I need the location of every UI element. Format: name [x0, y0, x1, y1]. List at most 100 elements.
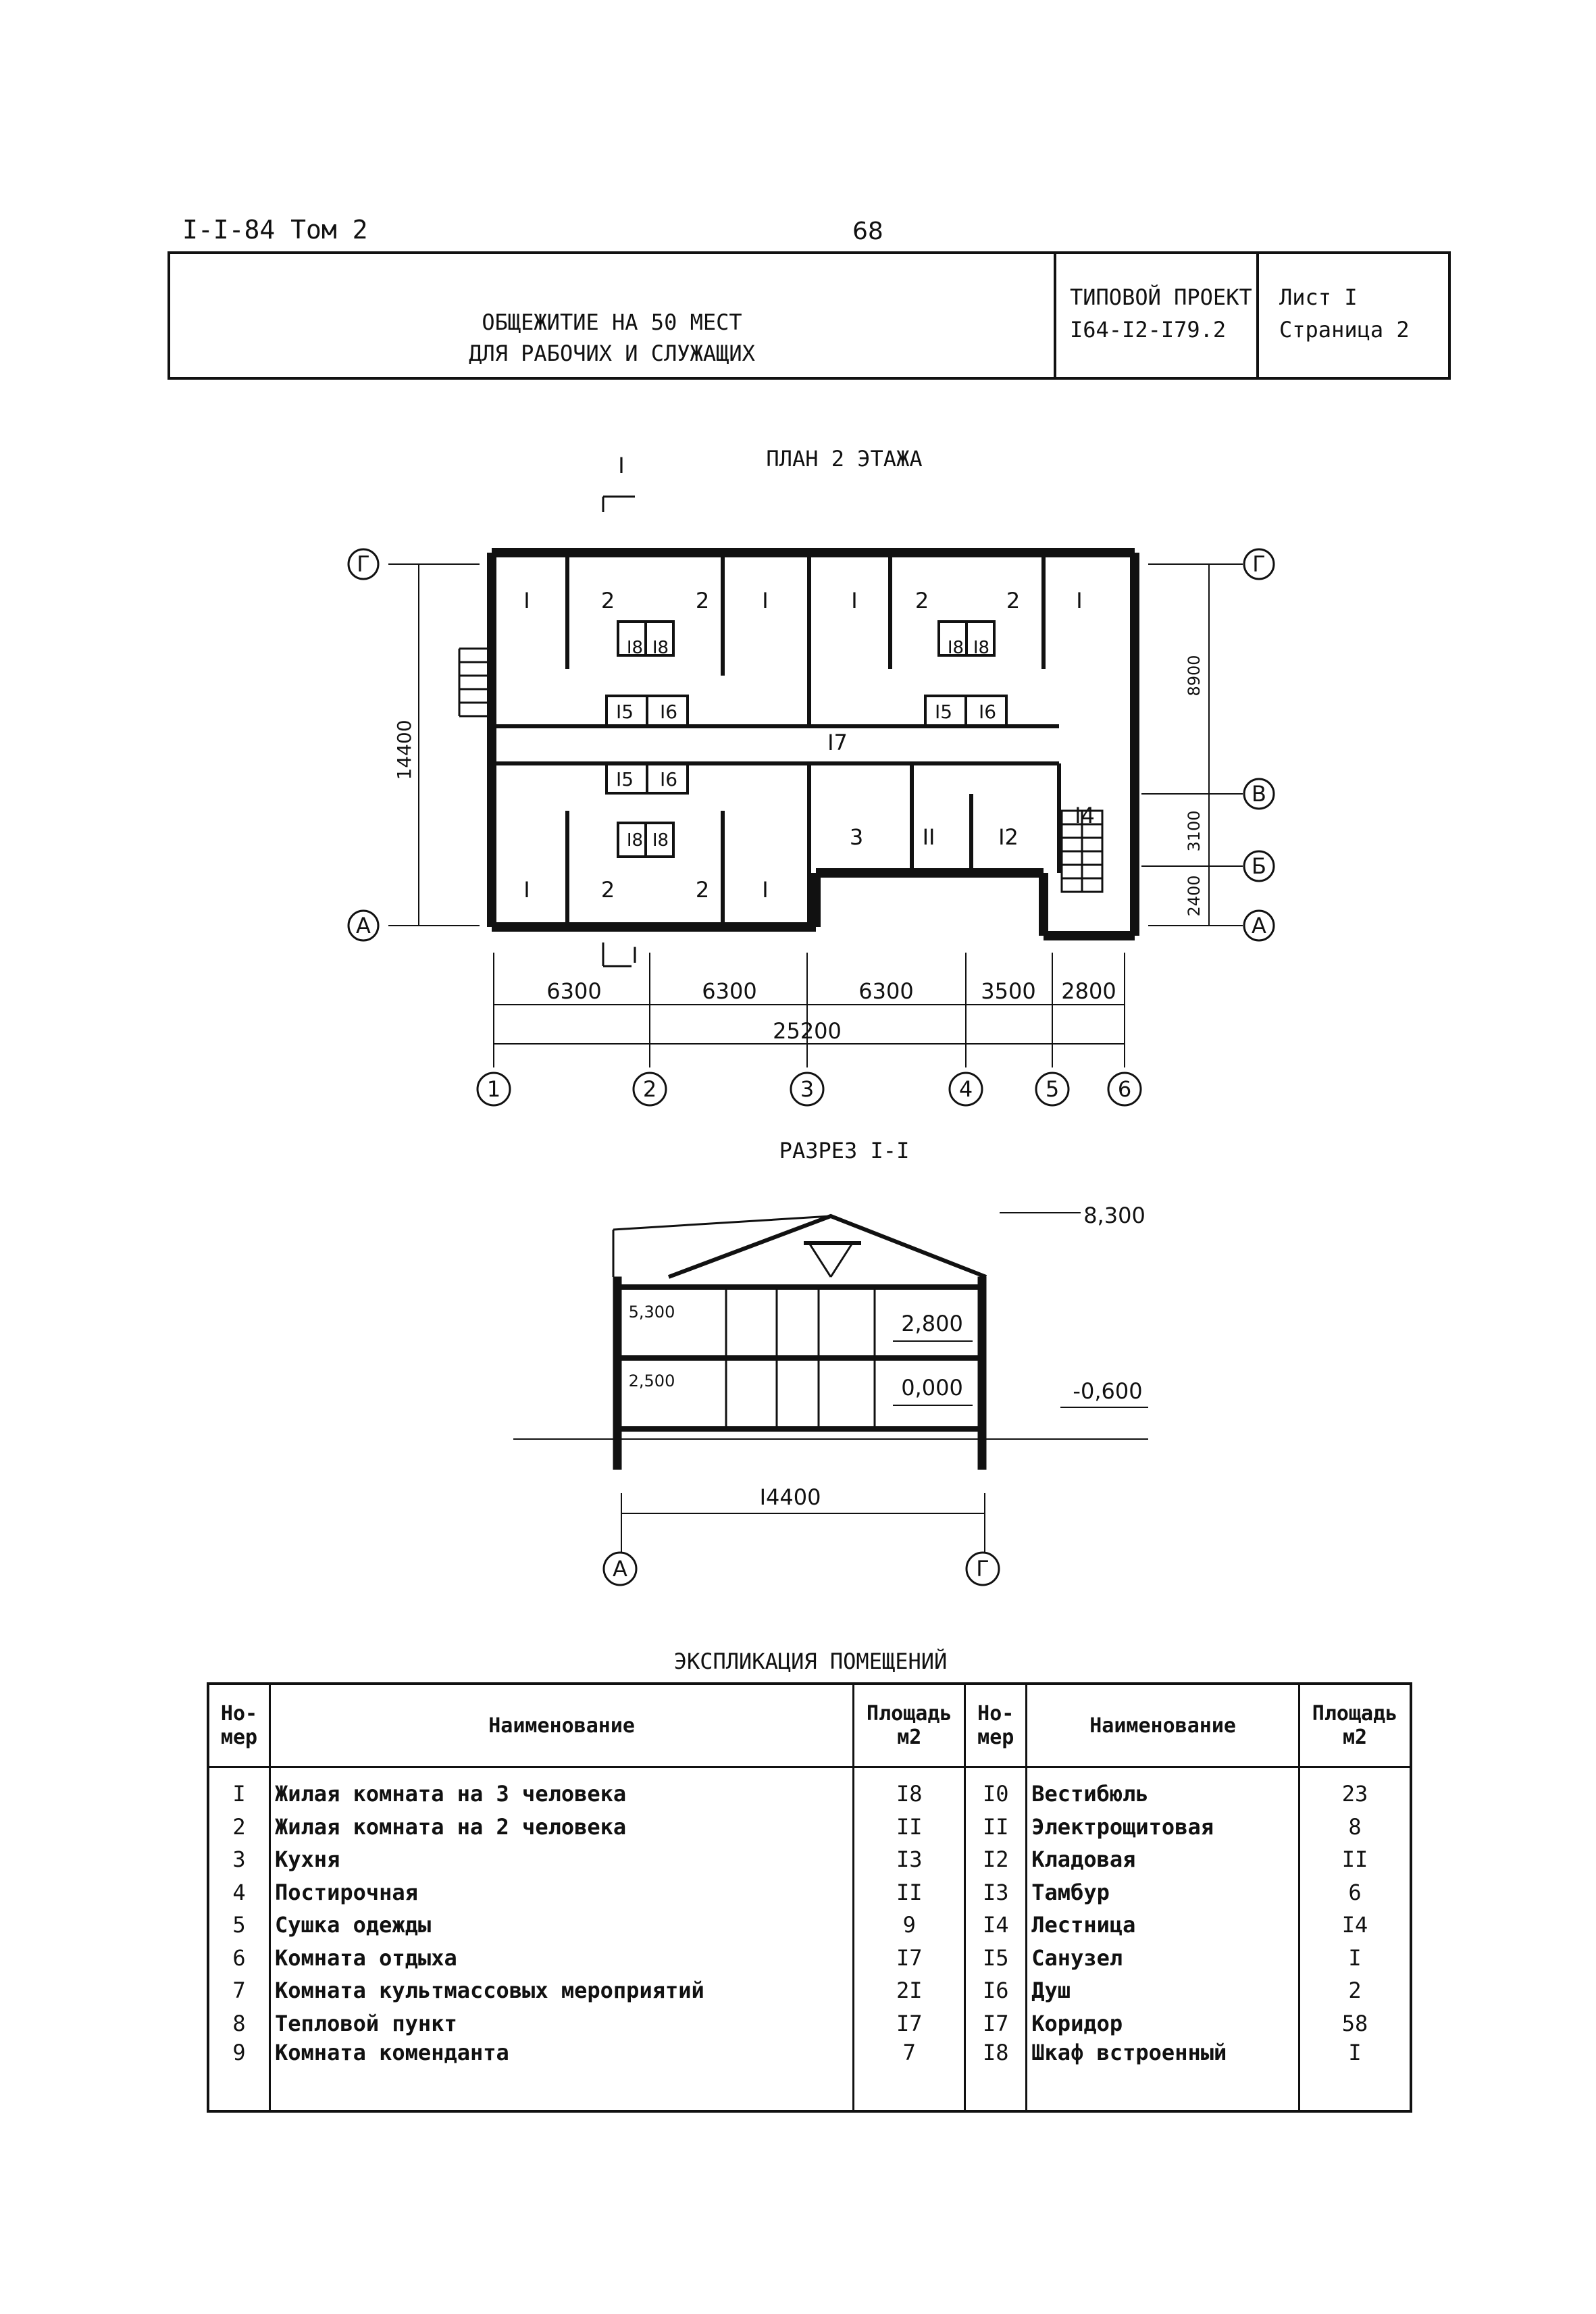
section-mark-bottom: I: [632, 942, 638, 968]
room-name: Лестница: [1025, 1909, 1300, 1942]
section-width-dim: I4400: [760, 1484, 821, 1510]
document-reference: I-I-84 Том 2: [182, 215, 368, 245]
room-label-top-3: 2: [696, 588, 709, 613]
table-row: 6 Комната отдыха I7 I5 Санузел I: [207, 1941, 1412, 1974]
col-name-left: Наименование: [268, 1682, 855, 1768]
room-area: II: [852, 1876, 967, 1909]
room-number: I2: [964, 1843, 1028, 1876]
room-label-bottom-1: I: [523, 877, 530, 903]
explication-table: Но-мер Наименование Площадь м2 Но-мер На…: [207, 1682, 1412, 2113]
room-area: I3: [852, 1843, 967, 1876]
san-label-2: I6: [660, 701, 677, 723]
dim-right-2: 3100: [1185, 810, 1204, 851]
closet-label-5: I8: [627, 830, 643, 851]
room-number: 6: [207, 1941, 271, 1974]
room-number: 5: [207, 1909, 271, 1942]
table-row: 2 Жилая комната на 2 человека II II Элек…: [207, 1810, 1412, 1843]
room-number: 7: [207, 1974, 271, 2007]
sheet-cell: Лист I Страница 2: [1256, 254, 1453, 377]
room-name: Сушка одежды: [268, 1909, 855, 1942]
room-label-electrical: II: [923, 824, 935, 850]
room-number: II: [964, 1810, 1028, 1843]
col-number-left: Но-мер: [207, 1682, 271, 1768]
section-mark-top: I: [618, 453, 624, 478]
room-label-top-4: I: [762, 588, 768, 613]
level-minus-0600: -0,600: [1073, 1378, 1142, 1404]
axis-label-2: 2: [643, 1076, 657, 1102]
room-number: I7: [964, 2007, 1028, 2040]
room-name: Комната культмассовых мероприятий: [268, 1974, 855, 2007]
col-number-right: Но-мер: [964, 1682, 1028, 1768]
title-line-2: ДЛЯ РАБОЧИХ И СЛУЖАЩИХ: [469, 341, 755, 366]
section-drawing: 8,300 5,300 2,800 2,500 0,000 -0,600 I44…: [513, 1203, 1148, 1586]
room-number: I4: [964, 1909, 1028, 1942]
axis-label-v-right: В: [1252, 781, 1266, 807]
room-name: Кладовая: [1025, 1843, 1300, 1876]
floor-plan-drawing: I I Г А Г В Б А 1 2 3 4 5 6 6300 6300 63…: [347, 453, 1275, 1107]
room-area: I7: [852, 1941, 967, 1974]
room-area: I8: [852, 1767, 967, 1811]
room-area: II: [1298, 1843, 1412, 1876]
room-number: 2: [207, 1810, 271, 1843]
dim-right-1: 8900: [1185, 655, 1204, 696]
axis-label-6: 6: [1118, 1076, 1131, 1102]
room-label-storage: I2: [998, 824, 1019, 850]
plan-title: ПЛАН 2 ЭТАЖА: [766, 446, 923, 472]
room-area: 23: [1298, 1767, 1412, 1811]
room-name: Санузел: [1025, 1941, 1300, 1974]
axis-label-g-left: Г: [357, 551, 370, 577]
room-label-top-1: I: [523, 588, 530, 613]
document-title: ОБЩЕЖИТИЕ НА 50 МЕСТ ДЛЯ РАБОЧИХ И СЛУЖА…: [170, 307, 1054, 369]
dim-bottom-5: 2800: [1061, 978, 1116, 1004]
section-title: РАЗРЕЗ I-I: [779, 1138, 910, 1163]
closet-label-4: I8: [973, 638, 989, 658]
room-name: Шкаф встроенный: [1025, 2040, 1300, 2111]
room-number: I5: [964, 1941, 1028, 1974]
dim-right-3: 2400: [1185, 875, 1204, 916]
room-name: Тамбур: [1025, 1876, 1300, 1909]
room-label-bottom-2: 2: [601, 877, 615, 903]
room-name: Коридор: [1025, 2007, 1300, 2040]
room-number: 9: [207, 2040, 271, 2111]
room-area: 6: [1298, 1876, 1412, 1909]
section-axis-a: А: [613, 1556, 627, 1582]
room-name: Кухня: [268, 1843, 855, 1876]
room-number: I6: [964, 1974, 1028, 2007]
col-area-right: Площадь м2: [1298, 1682, 1412, 1768]
room-label-stair: I4: [1075, 803, 1095, 828]
room-label-bottom-3: 2: [696, 877, 709, 903]
level-2500: 2,500: [629, 1372, 675, 1390]
sheet-number: Лист I: [1279, 284, 1358, 310]
san-label-6: I6: [660, 768, 677, 790]
room-number: I0: [964, 1767, 1028, 1811]
level-0000: 0,000: [901, 1375, 963, 1401]
room-area: I7: [852, 2007, 967, 2040]
room-label-top-5: I: [851, 588, 857, 613]
room-area: 2: [1298, 1974, 1412, 2007]
room-area: I: [1298, 2040, 1412, 2111]
room-name: Душ: [1025, 1974, 1300, 2007]
table-row: 9 Комната коменданта 7 I8 Шкаф встроенны…: [207, 2040, 1412, 2111]
title-line-1: ОБЩЕЖИТИЕ НА 50 МЕСТ: [482, 309, 742, 335]
room-name: Постирочная: [268, 1876, 855, 1909]
room-name: Комната коменданта: [268, 2040, 855, 2111]
room-name: Электрощитовая: [1025, 1810, 1300, 1843]
axis-label-5: 5: [1046, 1076, 1059, 1102]
table-row: 5 Сушка одежды 9 I4 Лестница I4: [207, 1909, 1412, 1942]
san-label-3: I5: [935, 701, 952, 723]
col-name-right: Наименование: [1025, 1682, 1300, 1768]
explication-title: ЭКСПЛИКАЦИЯ ПОМЕЩЕНИЙ: [673, 1649, 948, 1674]
room-area: I4: [1298, 1909, 1412, 1942]
room-name: Жилая комната на 2 человека: [268, 1810, 855, 1843]
page-number: 68: [852, 218, 883, 245]
room-label-corridor: I7: [827, 730, 848, 755]
col-area-left: Площадь м2: [852, 1682, 967, 1768]
san-label-1: I5: [616, 701, 634, 723]
project-label: ТИПОВОЙ ПРОЕКТ: [1070, 284, 1252, 310]
dim-left: 14400: [393, 720, 415, 780]
room-area: 58: [1298, 2007, 1412, 2040]
dim-bottom-3: 6300: [858, 978, 913, 1004]
table-row: 7 Комната культмассовых мероприятий 2I I…: [207, 1974, 1412, 2007]
axis-label-3: 3: [800, 1076, 814, 1102]
page-reference: Страница 2: [1279, 317, 1410, 343]
